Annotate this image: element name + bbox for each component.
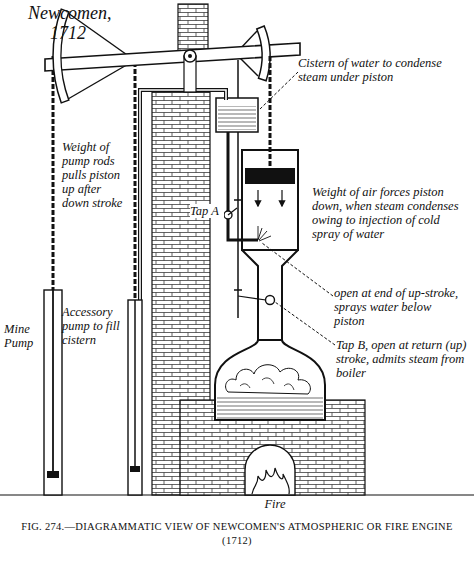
pump-bucket — [47, 471, 59, 478]
arch-head — [257, 26, 270, 81]
beam-strut — [240, 58, 258, 76]
tap-b-handle — [238, 296, 266, 300]
beam-pivot — [184, 50, 196, 62]
callout-label: Cistern of water to condense steam under… — [298, 56, 458, 84]
callout-label: Weight of pump rods pulls piston up afte… — [62, 140, 128, 210]
callout-label: open at end of up-stroke, sprays water b… — [334, 286, 460, 328]
title: Newcomen, 1712 — [28, 4, 108, 44]
pump-rod — [134, 300, 136, 470]
tap-a-handle — [228, 208, 237, 215]
injection-pipe — [228, 132, 258, 240]
riser-pipe — [140, 90, 226, 300]
fire-arch — [245, 445, 295, 495]
riser-pipe-bore — [140, 90, 226, 300]
pivot-pin — [188, 54, 192, 58]
callout-label: Mine Pump — [4, 322, 44, 350]
force-arrow — [257, 190, 258, 206]
accessory-pump-barrel — [128, 300, 142, 495]
rod-tappet — [234, 200, 242, 290]
leader-line — [275, 302, 335, 345]
fire-flames — [252, 468, 289, 494]
piston-chain — [269, 56, 272, 168]
boiler — [215, 340, 325, 420]
leader-line — [259, 72, 298, 110]
cistern-water — [218, 106, 256, 130]
callout-label: Weight of air forces piston down, when s… — [312, 185, 464, 241]
boiler-water — [217, 396, 323, 419]
steam-cloud — [226, 365, 311, 394]
callout-label: Tap B, open at return (up) stroke, admit… — [336, 338, 468, 380]
callout-label: Accessory pump to fill cistern — [62, 305, 126, 347]
mine-pump-barrel — [44, 290, 62, 495]
figure-caption: FIG. 274.—DIAGRAMMATIC VIEW OF NEWCOMEN'… — [16, 520, 458, 548]
steam-curls — [240, 378, 294, 390]
water-spray — [258, 226, 271, 241]
cylinder-neck — [242, 250, 298, 340]
callout-label: Tap A — [190, 204, 224, 218]
cistern — [216, 98, 258, 132]
callout-label: Fire — [255, 497, 295, 511]
pump-bucket — [130, 466, 140, 472]
pump-rod — [52, 290, 54, 475]
piston — [245, 168, 295, 184]
force-arrow — [281, 190, 282, 206]
tap-b-valve — [266, 296, 275, 305]
pump-chain — [52, 56, 55, 300]
pump-chain — [134, 62, 137, 300]
chimney-stack — [178, 4, 208, 54]
leader-line — [262, 243, 333, 296]
